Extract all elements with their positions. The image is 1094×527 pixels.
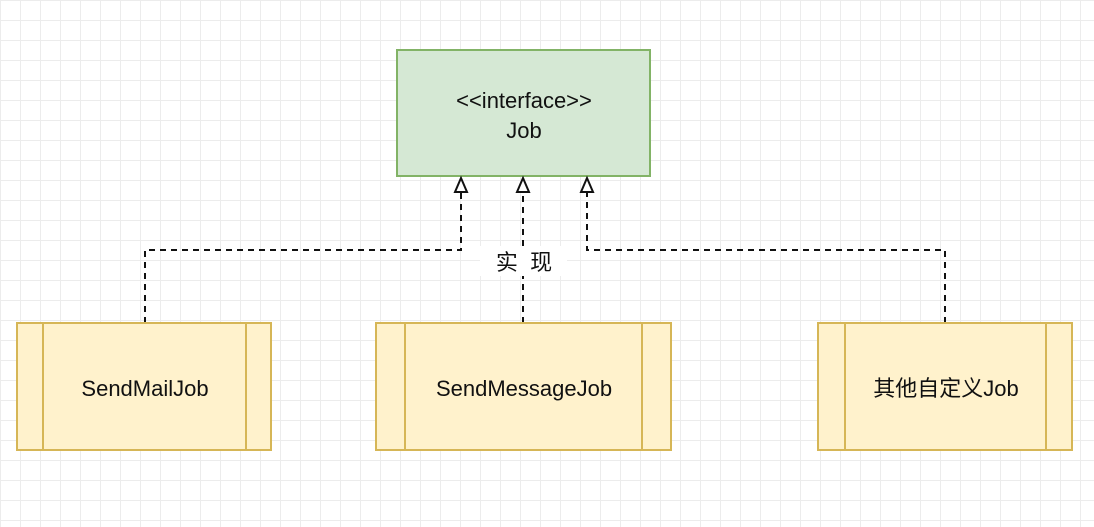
edge-label: 实 现	[496, 250, 552, 275]
interface-name: Job	[506, 118, 541, 143]
interface-box[interactable]	[396, 49, 651, 177]
edge-custom-job-to-job[interactable]	[586, 192, 946, 323]
class-node-sendmailjob[interactable]: SendMailJob	[16, 322, 272, 451]
realization-edges	[144, 192, 946, 323]
class-box[interactable]	[375, 322, 672, 451]
interface-node-job[interactable]: <<interface>> Job	[396, 49, 651, 177]
arrowhead-triangle	[453, 175, 469, 193]
class-name: SendMessageJob	[436, 376, 612, 401]
interface-stereotype: <<interface>>	[456, 88, 592, 113]
arrowhead-triangle	[515, 175, 531, 193]
realization-arrowheads	[453, 175, 595, 193]
class-box[interactable]	[817, 322, 1073, 451]
edge-label-background	[480, 246, 567, 276]
class-name: SendMailJob	[81, 376, 208, 401]
class-node-sendmessagejob[interactable]: SendMessageJob	[375, 322, 672, 451]
class-name: 其他自定义Job	[873, 376, 1018, 401]
edge-sendmailjob-to-job[interactable]	[144, 192, 462, 323]
class-node-custom-job[interactable]: 其他自定义Job	[817, 322, 1073, 451]
class-box[interactable]	[16, 322, 272, 451]
arrowhead-triangle	[579, 175, 595, 193]
